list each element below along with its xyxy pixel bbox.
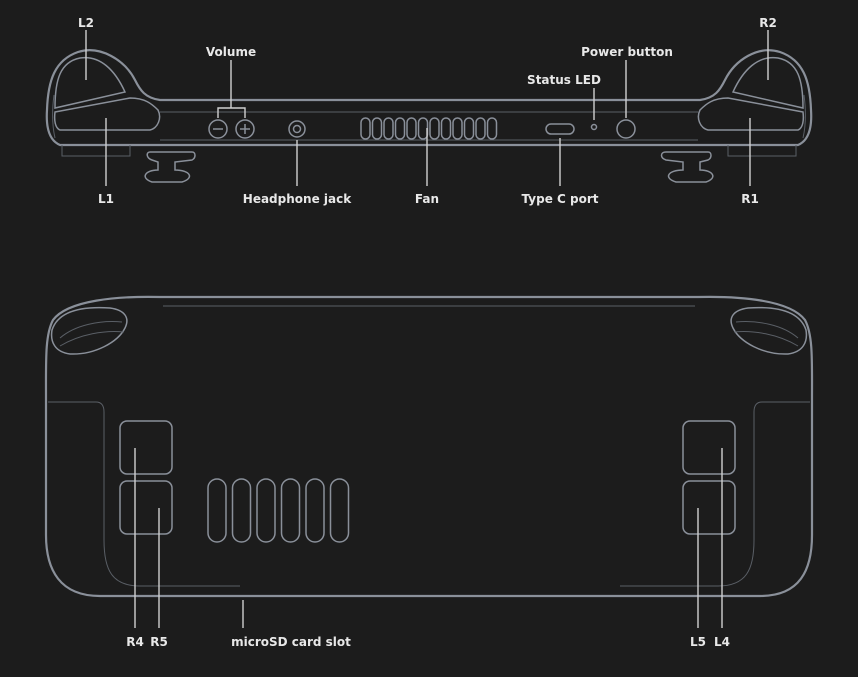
left-grip-line [59, 321, 123, 339]
back-left-inner-contour [48, 401, 240, 587]
r4-back-button [119, 420, 173, 475]
label-fan: Fan [415, 192, 439, 206]
fan-vent-slot [360, 117, 371, 140]
label-status-led: Status LED [527, 73, 601, 87]
left-stick-bottom [144, 151, 196, 183]
top-view-device [45, 49, 813, 183]
label-l2: L2 [78, 16, 94, 30]
right-grip-foot [727, 145, 797, 157]
right-grip-trigger [730, 306, 808, 355]
l1-bumper-shape [53, 97, 161, 131]
back-view-device [44, 295, 814, 598]
leader-volume [217, 60, 246, 118]
label-microsd-card-slot: microSD card slot [231, 635, 351, 649]
left-grip-foot [61, 145, 131, 157]
label-r5: R5 [150, 635, 168, 649]
back-view-body-outline [44, 295, 814, 598]
status-led-dot [590, 123, 598, 131]
r2-trigger-shape [731, 56, 804, 109]
volume-up-button [235, 119, 255, 139]
right-grip-line-2 [733, 331, 799, 347]
top-view-body-inner [52, 94, 806, 139]
r5-back-button [119, 480, 173, 535]
label-r2: R2 [759, 16, 777, 30]
fan-vent-slot [383, 117, 394, 140]
fan-vent-slot [475, 117, 486, 140]
fan-vent-slot [486, 117, 498, 140]
l2-trigger-shape [54, 56, 127, 109]
label-volume: Volume [206, 45, 256, 59]
label-l5: L5 [690, 635, 706, 649]
label-type-c-port: Type C port [522, 192, 599, 206]
back-vents [207, 478, 350, 543]
fan-vent-slot [440, 117, 452, 140]
fan-vent-slot [429, 117, 440, 140]
headphone-jack-hole [292, 124, 302, 134]
l4-back-button [682, 420, 736, 475]
back-vent-slot [207, 478, 227, 543]
back-vent-slot [329, 478, 350, 543]
power-button-shape [616, 119, 636, 139]
right-stick-bottom [660, 151, 714, 183]
fan-vent-slot [394, 117, 406, 140]
volume-down-button [208, 119, 228, 139]
type-c-port-shape [545, 123, 575, 135]
label-r1: R1 [741, 192, 759, 206]
label-power-button: Power button [581, 45, 673, 59]
label-headphone-jack: Headphone jack [243, 192, 352, 206]
r1-bumper-shape [697, 97, 805, 131]
back-vent-slot [256, 478, 276, 543]
label-l1: L1 [98, 192, 114, 206]
fan-vent-slot [417, 117, 429, 140]
right-grip-line [735, 321, 799, 339]
l5-back-button [682, 480, 736, 535]
fan-vent-slot [371, 117, 383, 140]
back-vent-slot [280, 478, 301, 543]
label-l4: L4 [714, 635, 730, 649]
top-view-body-outline [45, 49, 813, 147]
headphone-jack-port [288, 120, 306, 138]
fan-vent-slot [452, 117, 463, 140]
left-grip-line-2 [59, 331, 125, 347]
fan-vents [360, 117, 498, 140]
fan-vent-slot [463, 117, 475, 140]
label-r4: R4 [126, 635, 144, 649]
fan-vent-slot [406, 117, 417, 140]
back-vent-slot [305, 478, 325, 543]
back-vent-slot [231, 478, 252, 543]
back-right-inner-contour [620, 401, 810, 587]
left-grip-trigger [50, 306, 128, 355]
